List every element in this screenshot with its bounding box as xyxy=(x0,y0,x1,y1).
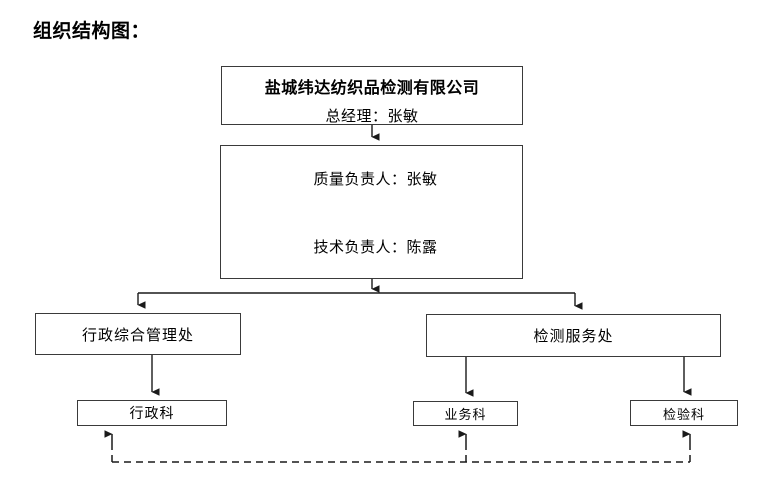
technical-manager-label: 技术负责人：陈露 xyxy=(313,238,438,256)
admin-office-label: 行政综合管理处 xyxy=(81,325,194,344)
node-company[interactable]: 盐城纬达纺织品检测有限公司 总经理：张敏 xyxy=(221,66,523,125)
company-name-label: 盐城纬达纺织品检测有限公司 xyxy=(264,78,480,97)
node-business-dept[interactable]: 业务科 xyxy=(413,401,518,426)
quality-manager-label: 质量负责人：张敏 xyxy=(313,170,438,188)
admin-dept-label: 行政科 xyxy=(129,406,175,422)
node-leads[interactable]: 质量负责人：张敏 技术负责人：陈露 xyxy=(220,145,523,279)
page-title: 组织结构图： xyxy=(33,20,151,42)
node-testing-office[interactable]: 检测服务处 xyxy=(426,314,721,357)
node-inspection-dept[interactable]: 检验科 xyxy=(630,400,738,426)
general-manager-label: 总经理：张敏 xyxy=(325,107,419,125)
node-admin-dept[interactable]: 行政科 xyxy=(77,400,227,426)
inspection-dept-label: 检验科 xyxy=(662,407,705,423)
testing-office-label: 检测服务处 xyxy=(533,327,614,345)
node-admin-office[interactable]: 行政综合管理处 xyxy=(35,313,241,355)
business-dept-label: 业务科 xyxy=(444,408,487,423)
